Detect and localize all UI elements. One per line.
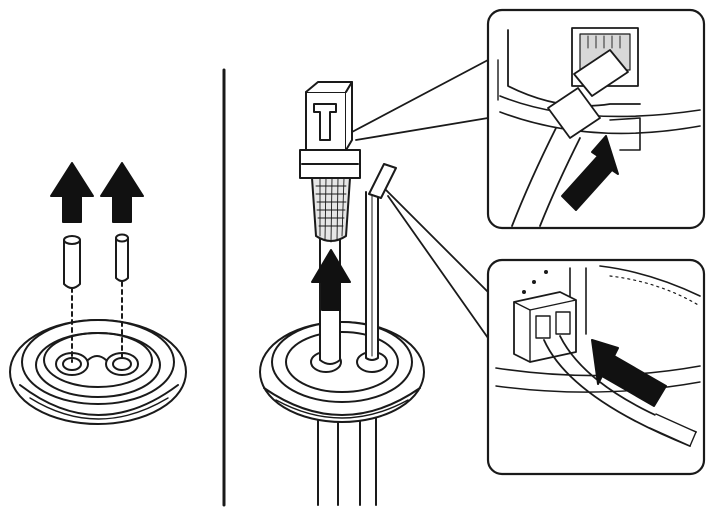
right-grommet (259, 321, 425, 423)
rj45-plug (299, 81, 361, 179)
callout-line (355, 117, 489, 141)
push-arrow-icon (561, 135, 619, 211)
callout-line (387, 195, 489, 339)
cables-below (317, 417, 377, 506)
plug-large (63, 235, 81, 289)
callout-line (385, 189, 489, 293)
left-panel (9, 162, 187, 425)
up-arrow-icon (100, 162, 144, 223)
callout-line (351, 59, 489, 133)
bottom-inset (486, 258, 706, 476)
left-grommet (9, 319, 187, 425)
up-arrow-icon (50, 162, 94, 223)
top-inset (486, 8, 706, 230)
up-arrow-icon (311, 249, 351, 311)
push-arrow-icon (591, 339, 667, 407)
cable-boot (311, 177, 351, 243)
terminal-block (513, 270, 577, 363)
power-wire (365, 163, 397, 361)
plug-small (115, 233, 129, 282)
right-panel (259, 59, 489, 506)
